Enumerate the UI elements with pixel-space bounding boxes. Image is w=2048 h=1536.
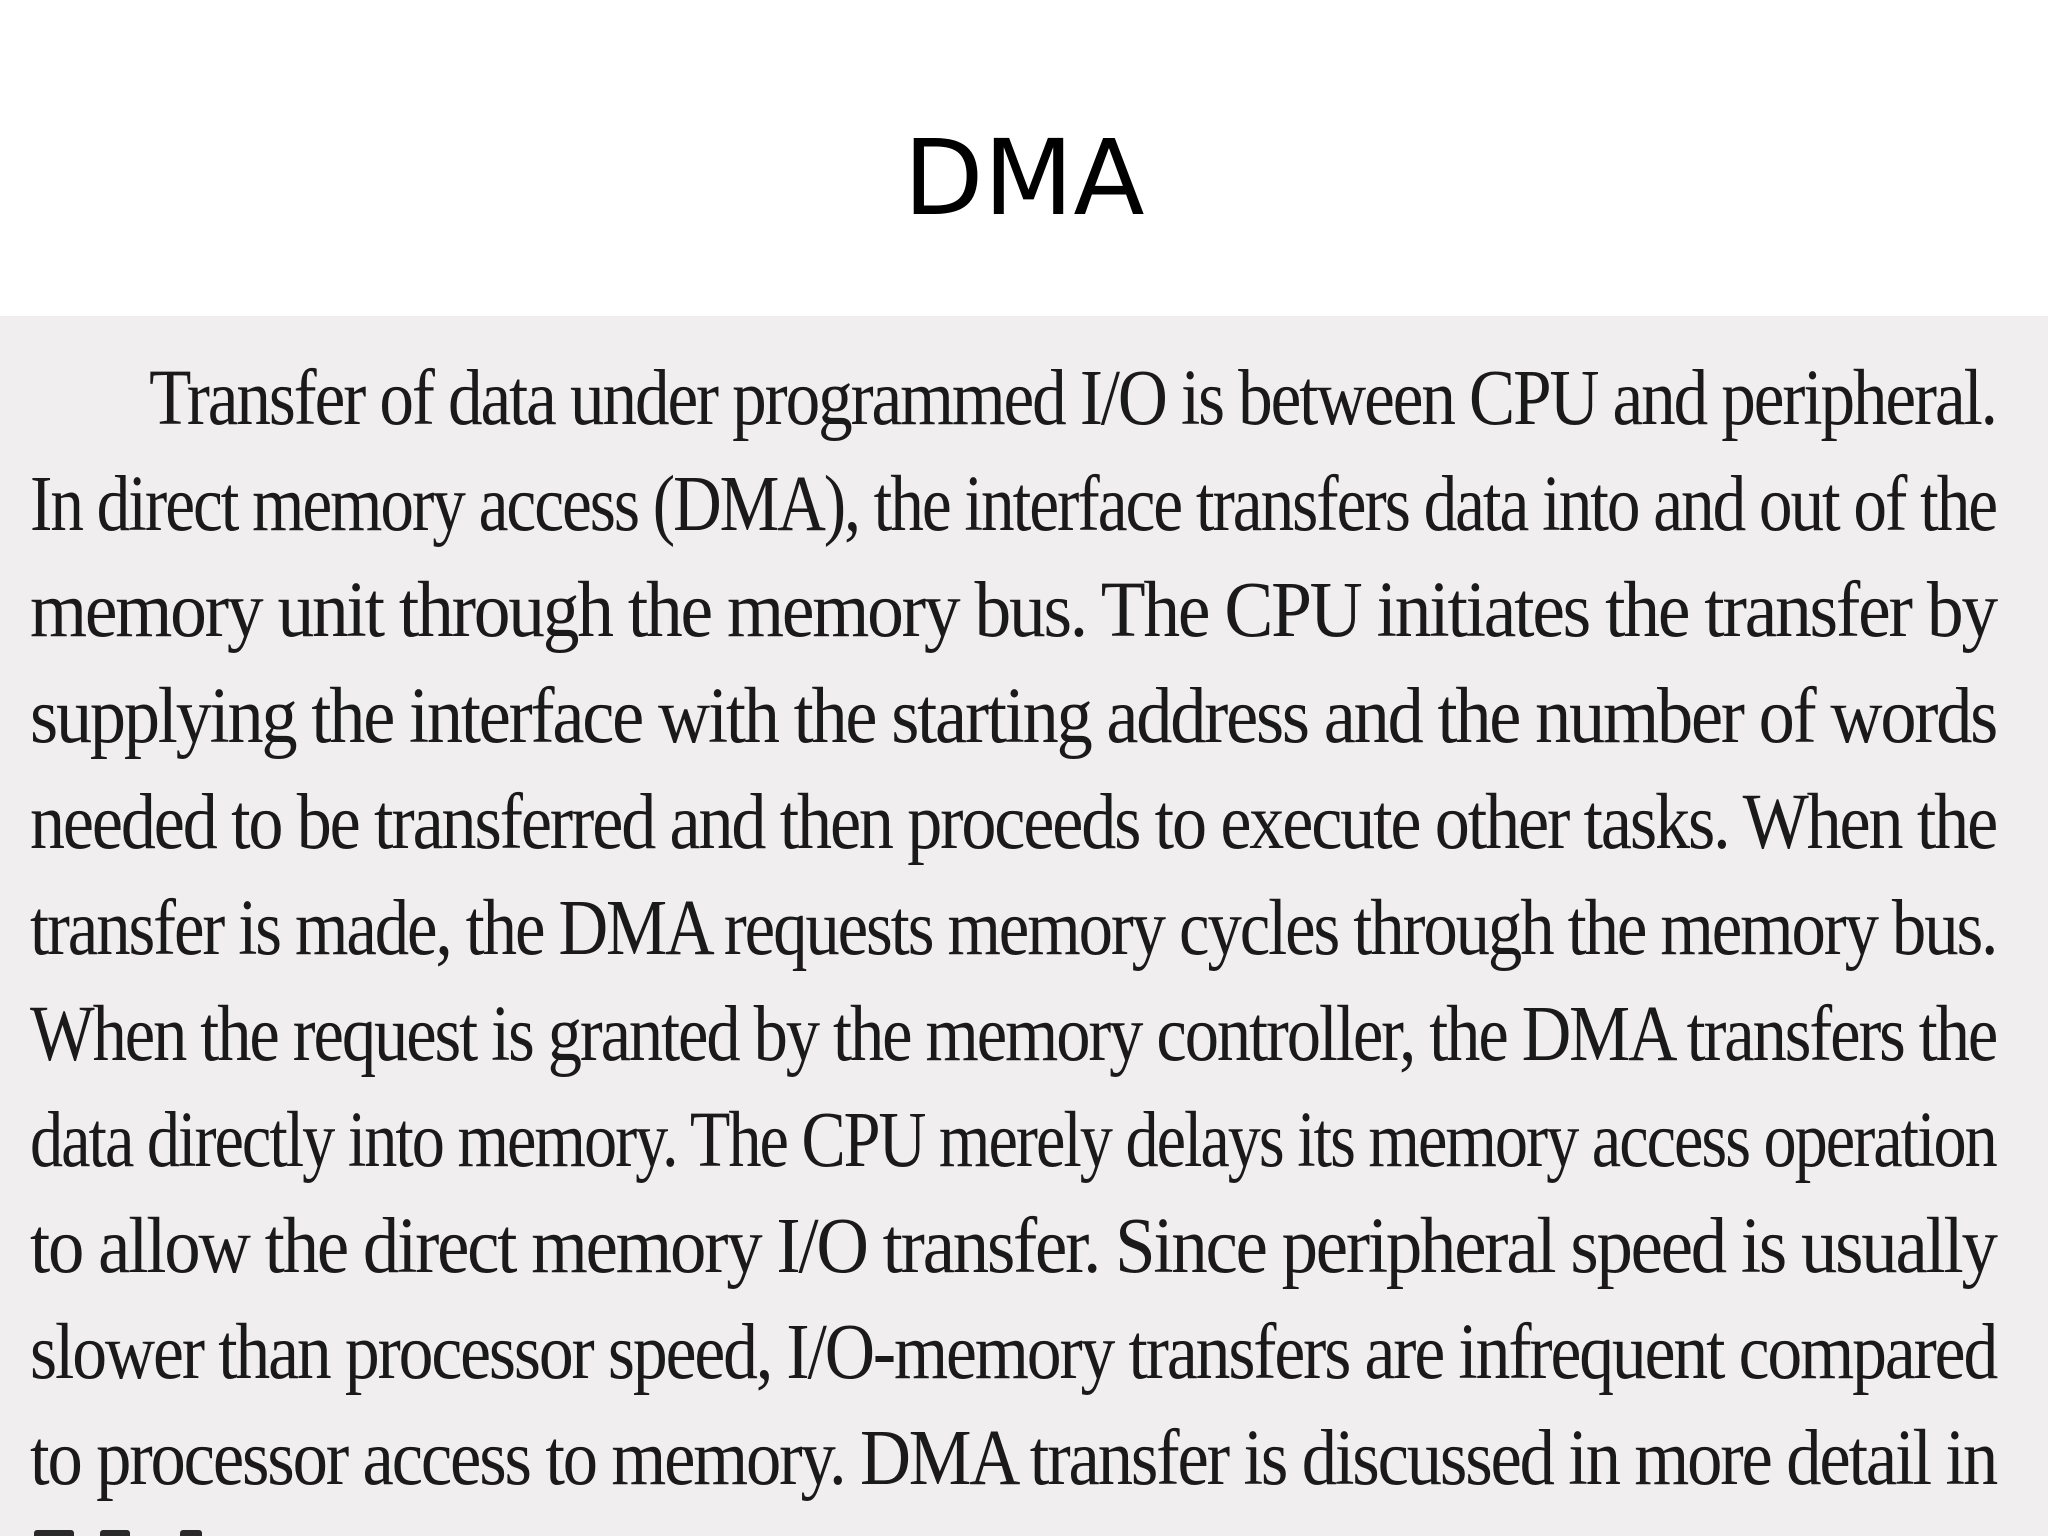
glyph-fragment [34,1530,74,1536]
cropped-line-fragment [0,316,2048,326]
slide-title: DMA [903,117,1145,239]
paragraph-line: memory unit through the memory bus. The … [30,567,1998,654]
paragraph-line: to allow the direct memory I/O transfer.… [30,1203,1998,1290]
dma-paragraph: Transfer of data under programmed I/O is… [30,346,1998,1512]
paragraph-line: slower than processor speed, I/O-memory … [30,1309,1998,1396]
scanned-text-image: Transfer of data under programmed I/O is… [0,316,2048,1536]
paragraph-line: Transfer of data under programmed I/O is… [149,355,1998,442]
paragraph-line: transfer is made, the DMA requests memor… [30,885,1998,972]
paragraph-line: supplying the interface with the startin… [30,673,1998,760]
paragraph-line: When the request is granted by the memor… [30,991,1998,1078]
glyph-fragment [100,1530,130,1536]
glyph-fragment [180,1530,202,1536]
cropped-line-fragment [30,1524,330,1536]
paragraph-line: In direct memory access (DMA), the inter… [30,461,1998,548]
paragraph-line: to processor access to memory. DMA trans… [30,1415,1998,1502]
paragraph-line: needed to be transferred and then procee… [30,779,1998,866]
paragraph-line: data directly into memory. The CPU merel… [30,1097,1998,1184]
